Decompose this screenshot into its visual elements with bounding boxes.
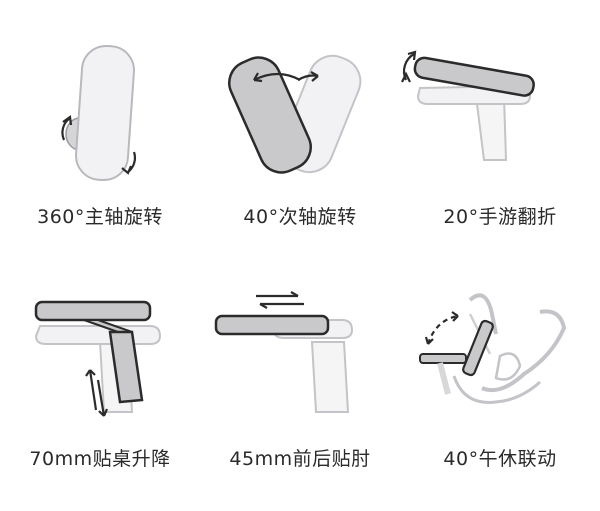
feature-label: 45mm前后贴肘 [229, 448, 371, 470]
feature-nap-linkage: 40°午休联动 [400, 256, 600, 511]
rotate-arrow-icon [253, 72, 301, 81]
vertical-arrow-icon [88, 369, 98, 411]
feature-flip-up: 20°手游翻折 [400, 0, 600, 255]
feature-label: 40°午休联动 [443, 448, 557, 470]
feature-front-back-slide: 45mm前后贴肘 [200, 256, 400, 511]
flip-up-illustration [401, 50, 535, 161]
feature-label: 40°次轴旋转 [243, 206, 357, 228]
feature-label: 20°手游翻折 [443, 206, 557, 228]
secondary-axis-rotation-illustration [228, 54, 362, 174]
main-axis-rotation-illustration [61, 44, 137, 182]
feature-main-axis-rotation: 360°主轴旋转 [0, 0, 200, 255]
feature-height-adjust: 70mm贴桌升降 [0, 256, 200, 511]
feature-label: 360°主轴旋转 [37, 206, 163, 228]
height-adjust-illustration [34, 300, 162, 417]
linkage-arrow-icon [426, 314, 459, 345]
front-back-slide-illustration [214, 291, 354, 413]
feature-label: 70mm贴桌升降 [29, 448, 171, 470]
feature-secondary-axis-rotation: 40°次轴旋转 [200, 0, 400, 255]
nap-linkage-illustration [419, 293, 567, 404]
